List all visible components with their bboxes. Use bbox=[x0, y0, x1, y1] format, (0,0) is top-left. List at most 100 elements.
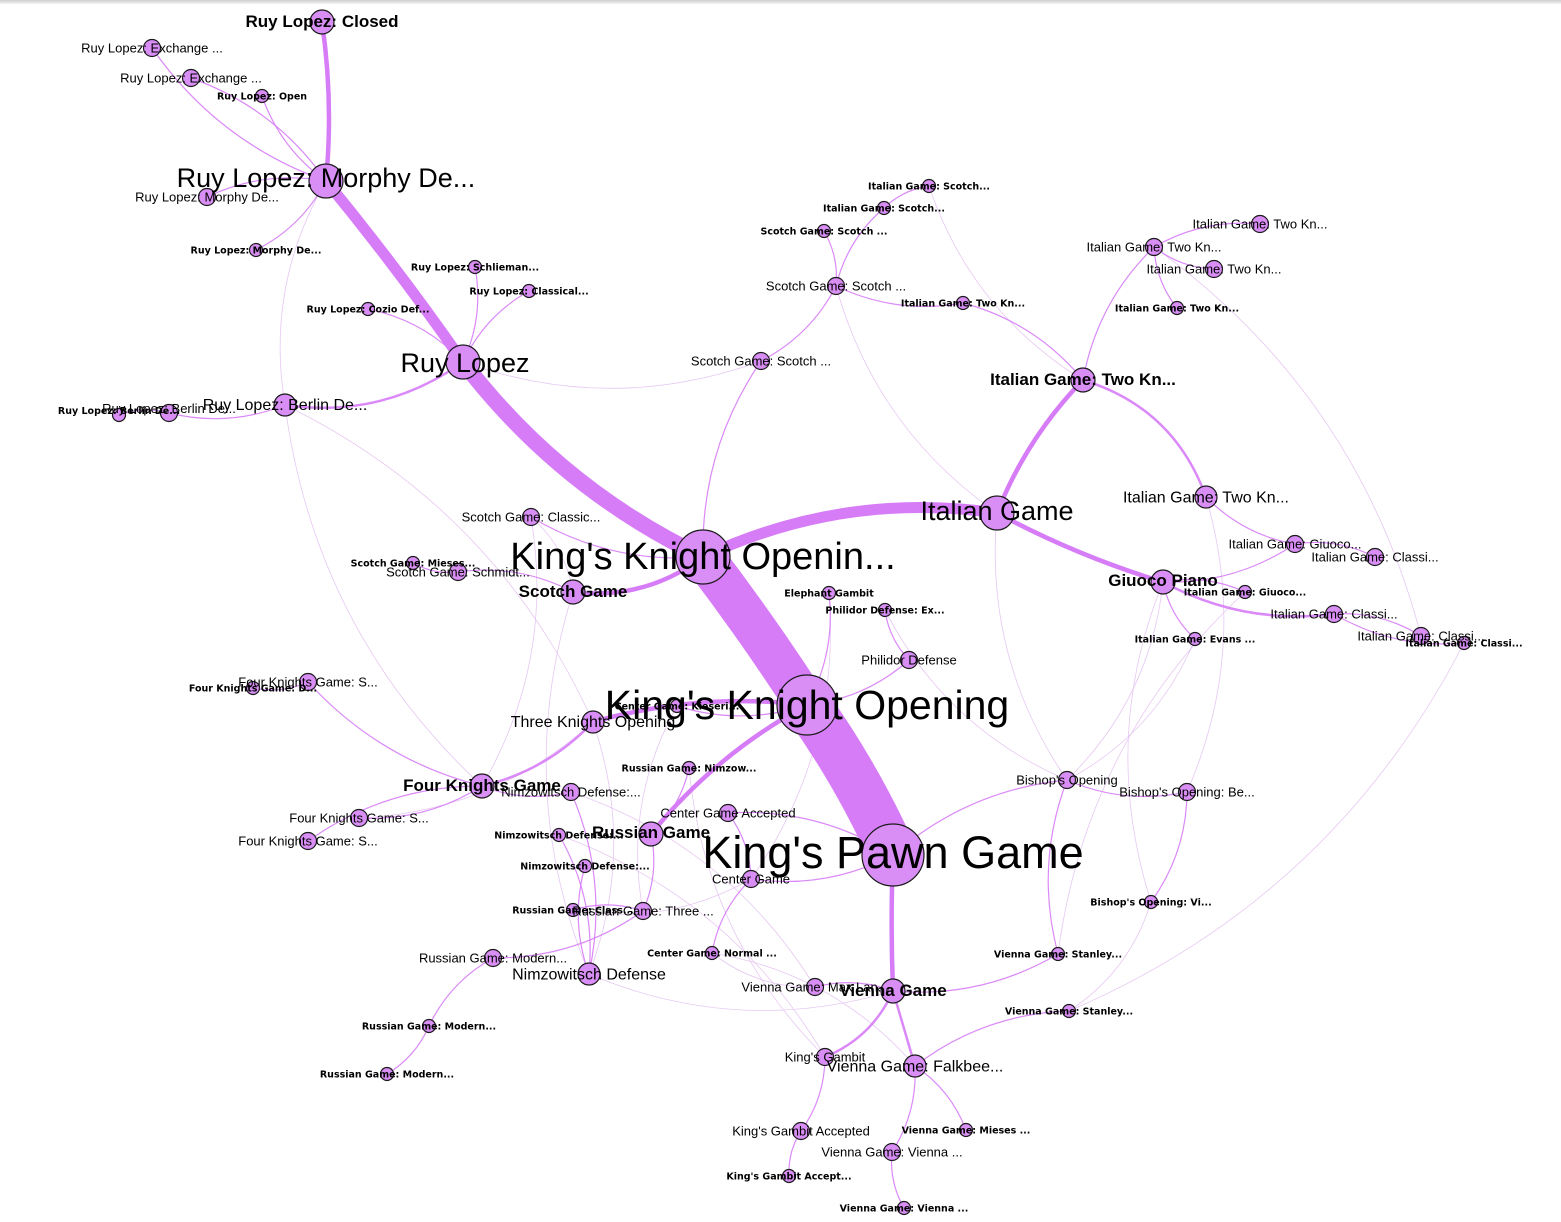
node-label-rlbe: Ruy Lopez: Berlin De... bbox=[58, 406, 180, 417]
node-label-bob: Bishop's Opening: Be... bbox=[1119, 785, 1254, 800]
node-label-fkgs2: Four Knights Game: S... bbox=[289, 811, 428, 826]
node-kkt[interactable] bbox=[675, 529, 731, 585]
node-igtk5[interactable] bbox=[1250, 214, 1270, 234]
node-label-ige: Italian Game: Evans ... bbox=[1135, 634, 1256, 645]
node-scg[interactable] bbox=[560, 579, 586, 605]
node-rugm3[interactable] bbox=[379, 1066, 395, 1082]
node-igc1[interactable] bbox=[1365, 547, 1385, 567]
node-igc4[interactable] bbox=[1456, 635, 1472, 651]
node-rlbd[interactable] bbox=[273, 393, 297, 417]
node-vgf[interactable] bbox=[903, 1054, 927, 1078]
node-vgmi[interactable] bbox=[958, 1122, 974, 1138]
node-igs2[interactable] bbox=[876, 200, 892, 216]
node-vgs1[interactable] bbox=[1050, 946, 1066, 962]
node-label-rle1: Ruy Lopez: Exchange ... bbox=[81, 41, 223, 56]
node-rugm2[interactable] bbox=[421, 1018, 437, 1034]
node-igs1[interactable] bbox=[921, 178, 937, 194]
node-scgs2[interactable] bbox=[826, 276, 846, 296]
node-pd[interactable] bbox=[899, 650, 919, 670]
node-bob[interactable] bbox=[1177, 782, 1197, 802]
node-rugt[interactable] bbox=[633, 901, 653, 921]
node-ige[interactable] bbox=[1187, 631, 1203, 647]
node-rugm1[interactable] bbox=[483, 948, 503, 968]
edge-rlmd-rle2 bbox=[190, 77, 327, 182]
node-fkgs1[interactable] bbox=[298, 672, 318, 692]
node-label-scgs3: Scotch Game: Scotch ... bbox=[761, 226, 888, 237]
node-label-tko: Three Knights Opening bbox=[511, 714, 676, 731]
node-rlcl[interactable] bbox=[521, 283, 537, 299]
node-nd[interactable] bbox=[577, 962, 601, 986]
node-rlc[interactable] bbox=[309, 9, 335, 35]
node-vgv[interactable] bbox=[882, 1142, 902, 1162]
node-label-rlo: Ruy Lopez: Open bbox=[217, 91, 307, 102]
node-scgm[interactable] bbox=[405, 555, 421, 571]
node-cgn[interactable] bbox=[704, 945, 720, 961]
edge-igc2-igc3 bbox=[1333, 613, 1422, 637]
node-vg[interactable] bbox=[880, 978, 906, 1004]
node-igtk[interactable] bbox=[1070, 367, 1096, 393]
node-bo[interactable] bbox=[1057, 770, 1077, 790]
node-kga[interactable] bbox=[791, 1121, 811, 1141]
node-ig[interactable] bbox=[979, 495, 1015, 531]
node-rle1[interactable] bbox=[142, 38, 162, 58]
node-scgsc[interactable] bbox=[448, 562, 468, 582]
node-vgv2[interactable] bbox=[896, 1200, 912, 1216]
node-gp[interactable] bbox=[1150, 569, 1176, 595]
node-fkg[interactable] bbox=[469, 773, 495, 799]
node-layer[interactable] bbox=[111, 9, 1472, 1216]
node-vgm[interactable] bbox=[805, 977, 825, 997]
node-scgs1[interactable] bbox=[751, 351, 771, 371]
node-igtk2[interactable] bbox=[1194, 485, 1218, 509]
node-vgs2[interactable] bbox=[1061, 1003, 1077, 1019]
node-igg[interactable] bbox=[1285, 534, 1305, 554]
node-igc3[interactable] bbox=[1411, 626, 1431, 646]
node-kga2[interactable] bbox=[781, 1168, 797, 1184]
node-rug[interactable] bbox=[638, 821, 664, 847]
edge-fkg-fkgs3 bbox=[307, 785, 483, 842]
node-cg[interactable] bbox=[741, 869, 761, 889]
node-igtk3[interactable] bbox=[1144, 237, 1164, 257]
node-fkgs3[interactable] bbox=[298, 831, 318, 851]
node-rlo[interactable] bbox=[254, 88, 270, 104]
node-kg[interactable] bbox=[815, 1047, 835, 1067]
node-rugc[interactable] bbox=[565, 902, 581, 918]
node-label-rlsc: Ruy Lopez: Schlieman... bbox=[411, 262, 539, 273]
node-igg2[interactable] bbox=[1237, 584, 1253, 600]
node-ndx3[interactable] bbox=[577, 858, 593, 874]
node-bov[interactable] bbox=[1143, 894, 1159, 910]
node-tko[interactable] bbox=[581, 710, 605, 734]
node-rlbe[interactable] bbox=[111, 407, 127, 423]
edge-rlbd-rlbd2 bbox=[168, 404, 286, 420]
node-rlmd3[interactable] bbox=[248, 242, 264, 258]
node-label-cga: Center Game Accepted bbox=[660, 806, 795, 821]
node-kko[interactable] bbox=[776, 674, 838, 736]
node-fkgd[interactable] bbox=[245, 680, 261, 696]
node-igtk4[interactable] bbox=[1204, 259, 1224, 279]
node-fkgs2[interactable] bbox=[349, 808, 369, 828]
node-label-kg: King's Gambit bbox=[785, 1050, 866, 1065]
node-igtk7[interactable] bbox=[1169, 300, 1185, 316]
node-eg[interactable] bbox=[821, 585, 837, 601]
node-rlsc[interactable] bbox=[467, 259, 483, 275]
node-rlcz[interactable] bbox=[360, 301, 376, 317]
node-scgs3[interactable] bbox=[816, 223, 832, 239]
node-label-vgf: Vienna Game: Falkbee... bbox=[827, 1059, 1004, 1076]
node-rle2[interactable] bbox=[181, 68, 201, 88]
node-label-rugm1: Russian Game: Modern... bbox=[419, 951, 567, 966]
node-ndx2[interactable] bbox=[551, 827, 567, 843]
node-rlmd2[interactable] bbox=[197, 187, 217, 207]
node-rlmd[interactable] bbox=[308, 163, 344, 199]
node-rugn[interactable] bbox=[681, 760, 697, 776]
node-igtk6[interactable] bbox=[955, 295, 971, 311]
node-pdx[interactable] bbox=[877, 602, 893, 618]
node-cgk[interactable] bbox=[669, 698, 685, 714]
node-rlbd2[interactable] bbox=[159, 403, 179, 423]
node-ndx[interactable] bbox=[561, 782, 581, 802]
node-kpg[interactable] bbox=[861, 823, 925, 887]
node-cga[interactable] bbox=[718, 803, 738, 823]
node-scgc[interactable] bbox=[521, 507, 541, 527]
node-igc2[interactable] bbox=[1324, 604, 1344, 624]
faint-edge-ndx-vgm bbox=[570, 791, 816, 988]
node-rl[interactable] bbox=[445, 344, 481, 380]
